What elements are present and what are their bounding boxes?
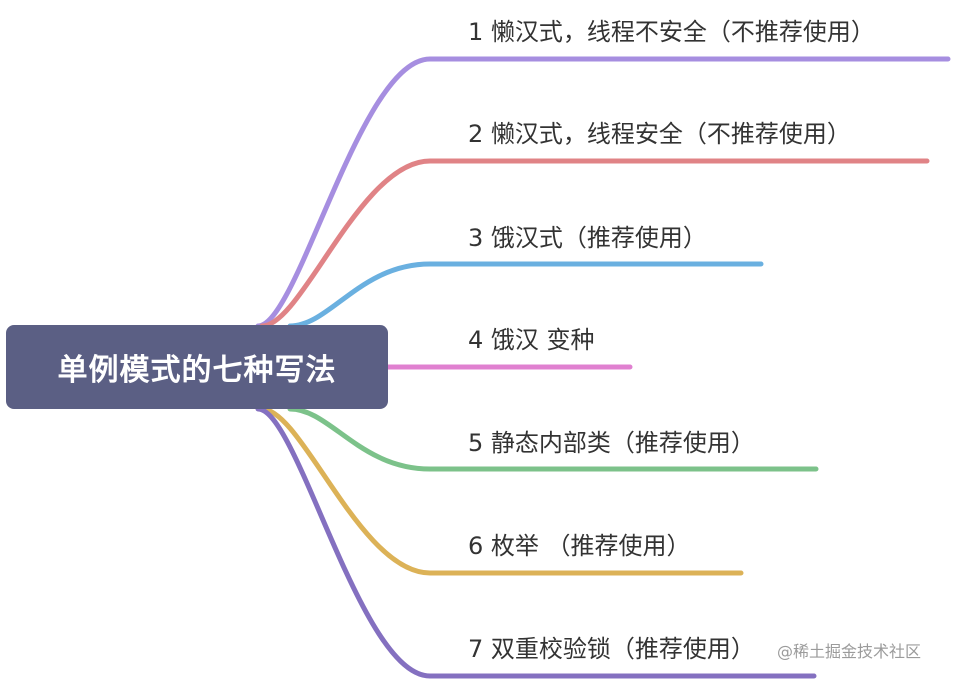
branch-label-1[interactable]: 1 懒汉式，线程不安全（不推荐使用）	[468, 18, 875, 46]
watermark: @稀土掘金技术社区	[777, 638, 922, 662]
branch-connector-5	[287, 406, 819, 472]
branch-connector-1	[255, 56, 951, 329]
branch-label-5[interactable]: 5 静态内部类（推荐使用）	[468, 429, 755, 457]
branch-connector-6	[259, 406, 744, 576]
branch-label-6[interactable]: 6 枚举 （推荐使用）	[468, 532, 691, 560]
root-node[interactable]: 单例模式的七种写法	[6, 325, 388, 409]
branch-label-7[interactable]: 7 双重校验锁（推荐使用）	[468, 635, 755, 663]
branch-connector-2	[259, 158, 930, 329]
branch-label-3[interactable]: 3 饿汉式（推荐使用）	[468, 224, 707, 252]
branch-connector-7	[255, 406, 817, 679]
branch-label-4[interactable]: 4 饿汉 变种	[468, 326, 595, 354]
root-node-label: 单例模式的七种写法	[57, 353, 337, 388]
branch-connector-3	[287, 261, 764, 329]
branch-label-2[interactable]: 2 懒汉式，线程安全（不推荐使用）	[468, 120, 851, 148]
